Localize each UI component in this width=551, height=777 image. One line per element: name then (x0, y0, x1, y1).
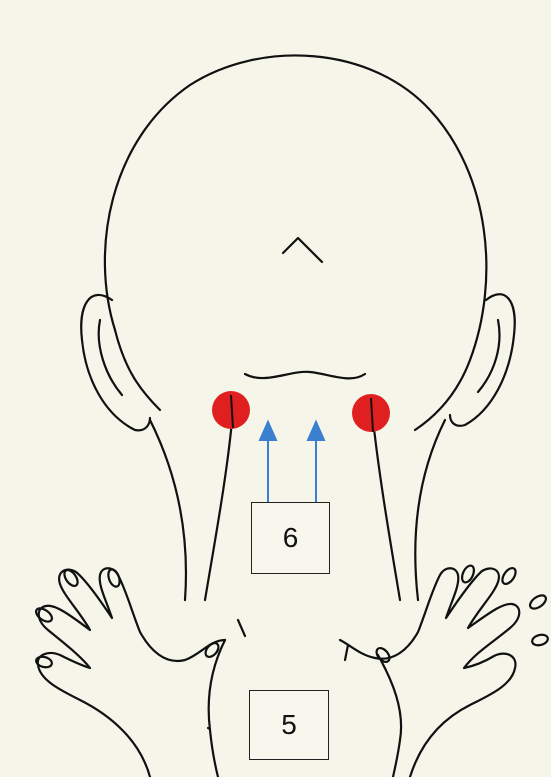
left-hand (38, 568, 225, 777)
head-lower-left (115, 330, 160, 410)
right-nail-5 (374, 646, 392, 665)
hair-mark (283, 238, 322, 262)
left-hand-inner (209, 640, 225, 777)
arrow-left (260, 422, 276, 440)
neck-right-inner (372, 410, 400, 600)
left-ear-inner (99, 320, 122, 395)
right-ear-inner (478, 320, 499, 392)
label-box-5: 5 (249, 690, 329, 760)
neck-left-outer (150, 420, 186, 600)
left-ear (81, 295, 150, 430)
label-5-text: 5 (281, 709, 297, 741)
shoulder-mark-left (238, 620, 245, 636)
right-nail-3 (528, 593, 548, 612)
left-nail-2 (106, 568, 122, 588)
right-hand (340, 568, 519, 777)
right-nail-2 (500, 566, 519, 586)
neck-left-inner (205, 410, 233, 600)
label-box-6: 6 (251, 502, 330, 574)
right-nail-4 (531, 633, 549, 647)
right-hand-inner (378, 655, 401, 777)
shoulder-mark-right (345, 645, 348, 660)
arrow-right (308, 422, 324, 440)
left-nail-3 (34, 606, 54, 625)
label-6-text: 6 (283, 522, 299, 554)
left-nail-1 (62, 568, 81, 588)
neck-crease (245, 372, 365, 379)
